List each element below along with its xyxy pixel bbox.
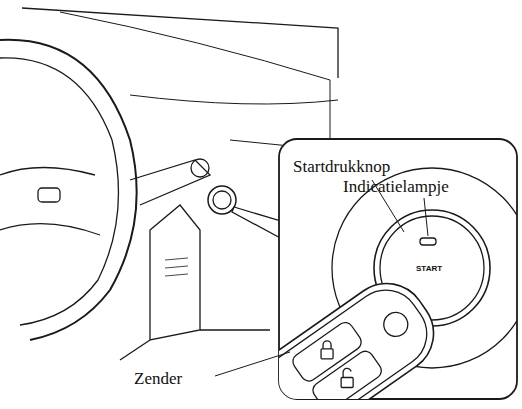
dash-outline bbox=[22, 8, 338, 78]
column-vents bbox=[165, 258, 188, 276]
dash-line bbox=[130, 95, 338, 104]
dash-line bbox=[60, 12, 330, 80]
part-label: Indicatielampje bbox=[343, 178, 449, 197]
lower-dash bbox=[120, 330, 270, 360]
leader-line bbox=[424, 198, 428, 236]
leader-line bbox=[215, 352, 290, 376]
callout-pointer bbox=[232, 207, 284, 240]
stalk-lever bbox=[130, 160, 210, 205]
indicator-lamp bbox=[420, 238, 436, 245]
button-text: START bbox=[415, 265, 443, 274]
stalk-end bbox=[191, 159, 209, 177]
steering-column bbox=[150, 205, 200, 340]
steering-wheel bbox=[0, 58, 118, 325]
key-fob bbox=[279, 268, 449, 399]
steering-spoke bbox=[0, 224, 100, 235]
start-button-small bbox=[213, 191, 231, 209]
part-label: Startdrukknop bbox=[293, 158, 390, 177]
wheel-button bbox=[38, 188, 60, 202]
steering-wheel bbox=[0, 40, 137, 340]
steering-spoke bbox=[0, 168, 95, 176]
start-button-small bbox=[208, 186, 236, 214]
part-label: Zender bbox=[134, 370, 182, 389]
